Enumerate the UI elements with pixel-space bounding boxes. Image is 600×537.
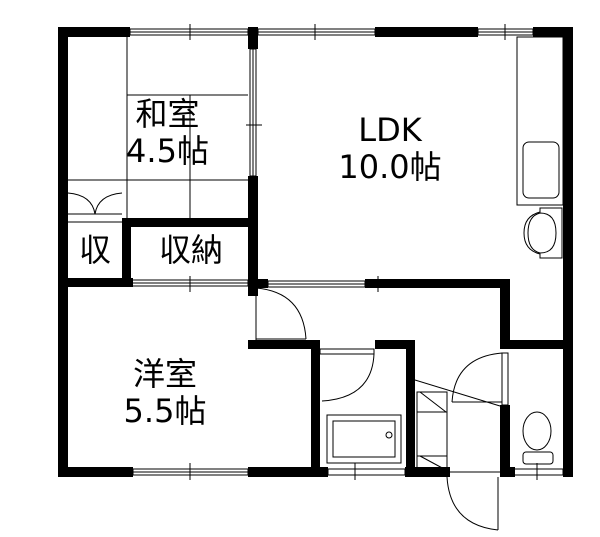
room-size: 5.5帖 bbox=[123, 391, 207, 430]
walls bbox=[58, 27, 573, 477]
room-label-washitsu: 和室 4.5帖 bbox=[110, 96, 225, 170]
room-label-ldk: LDK 10.0帖 bbox=[310, 112, 470, 186]
room-name: 和室 bbox=[135, 95, 200, 133]
room-label-closet: 収納 bbox=[158, 231, 223, 269]
room-name: LDK bbox=[358, 111, 422, 149]
interior-lines bbox=[67, 36, 564, 531]
room-label-youshitsu: 洋室 5.5帖 bbox=[105, 356, 225, 430]
windows bbox=[129, 24, 564, 480]
room-size: 4.5帖 bbox=[126, 131, 209, 170]
room-size: 10.0帖 bbox=[338, 147, 442, 186]
room-label-closet-small: 収 bbox=[78, 231, 111, 269]
room-name: 洋室 bbox=[132, 355, 197, 393]
